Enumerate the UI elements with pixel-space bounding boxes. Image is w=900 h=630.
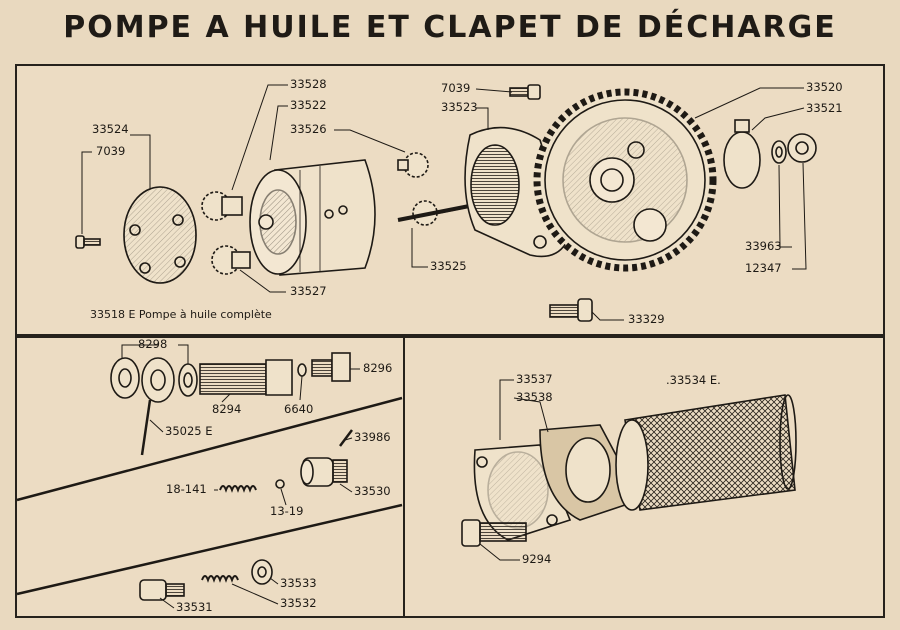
label-6640: 6640	[284, 402, 314, 416]
label-18-141: 18-141	[166, 482, 207, 496]
label-33522: 33522	[290, 98, 327, 112]
nut-12347	[787, 133, 817, 163]
page-title: POMPE A HUILE ET CLAPET DE DÉCHARGE	[63, 10, 837, 45]
label-9294: 9294	[522, 552, 552, 566]
bolt-33329	[549, 298, 593, 322]
pump-cover-plate	[123, 186, 197, 284]
label-12347: 12347	[745, 261, 782, 275]
spring-33532	[201, 575, 239, 583]
union-8296	[311, 352, 351, 382]
label-8298: 8298	[138, 337, 168, 351]
washer-6640	[297, 363, 307, 377]
label-33526: 33526	[290, 122, 327, 136]
banjo-bolt-8294	[199, 359, 293, 396]
pump-body	[249, 159, 376, 276]
label-33329: 33329	[628, 312, 665, 326]
ball-13-19	[275, 479, 285, 489]
strainer-mesh-33534	[615, 394, 797, 511]
spring-18-141	[219, 485, 257, 493]
washer-33963	[771, 140, 787, 164]
label-33520: 33520	[806, 80, 843, 94]
driven-gear-top	[201, 191, 243, 221]
label-33538: 33538	[516, 390, 553, 404]
bolt-9294	[461, 519, 527, 547]
label-33527: 33527	[290, 284, 327, 298]
valve-seat-33530	[300, 429, 353, 487]
label-33537: 33537	[516, 372, 553, 386]
label-33528: 33528	[290, 77, 327, 91]
label-33524: 33524	[92, 122, 129, 136]
label-8294: 8294	[212, 402, 242, 416]
screw-7039-left	[75, 235, 101, 249]
gasket-33538	[539, 424, 642, 521]
screw-7039-top	[509, 84, 541, 100]
label-33534e: .33534 E.	[666, 373, 721, 387]
label-7039-top: 7039	[441, 81, 471, 95]
small-gear-33526	[397, 152, 429, 178]
label-13-19: 13-19	[270, 504, 304, 518]
plunger-33531	[139, 579, 185, 601]
assembly-caption: 33518 E Pompe à huile complète	[90, 308, 272, 321]
large-gear-33520	[533, 88, 717, 272]
label-33521: 33521	[806, 101, 843, 115]
label-33532: 33532	[280, 596, 317, 610]
cap-33533	[251, 559, 273, 585]
label-7039-left: 7039	[96, 144, 126, 158]
banjo-fitting	[110, 357, 175, 456]
driven-gear-bottom	[211, 245, 251, 275]
label-35025e: 35025 E	[165, 424, 213, 438]
lock-tab-washer	[723, 119, 761, 189]
label-33523: 33523	[441, 100, 478, 114]
label-33986: 33986	[354, 430, 391, 444]
label-33533: 33533	[280, 576, 317, 590]
washer-8298	[178, 363, 198, 397]
label-33525: 33525	[430, 259, 467, 273]
label-33963: 33963	[745, 239, 782, 253]
label-33531: 33531	[176, 600, 213, 614]
label-8296: 8296	[363, 361, 393, 375]
label-33530: 33530	[354, 484, 391, 498]
